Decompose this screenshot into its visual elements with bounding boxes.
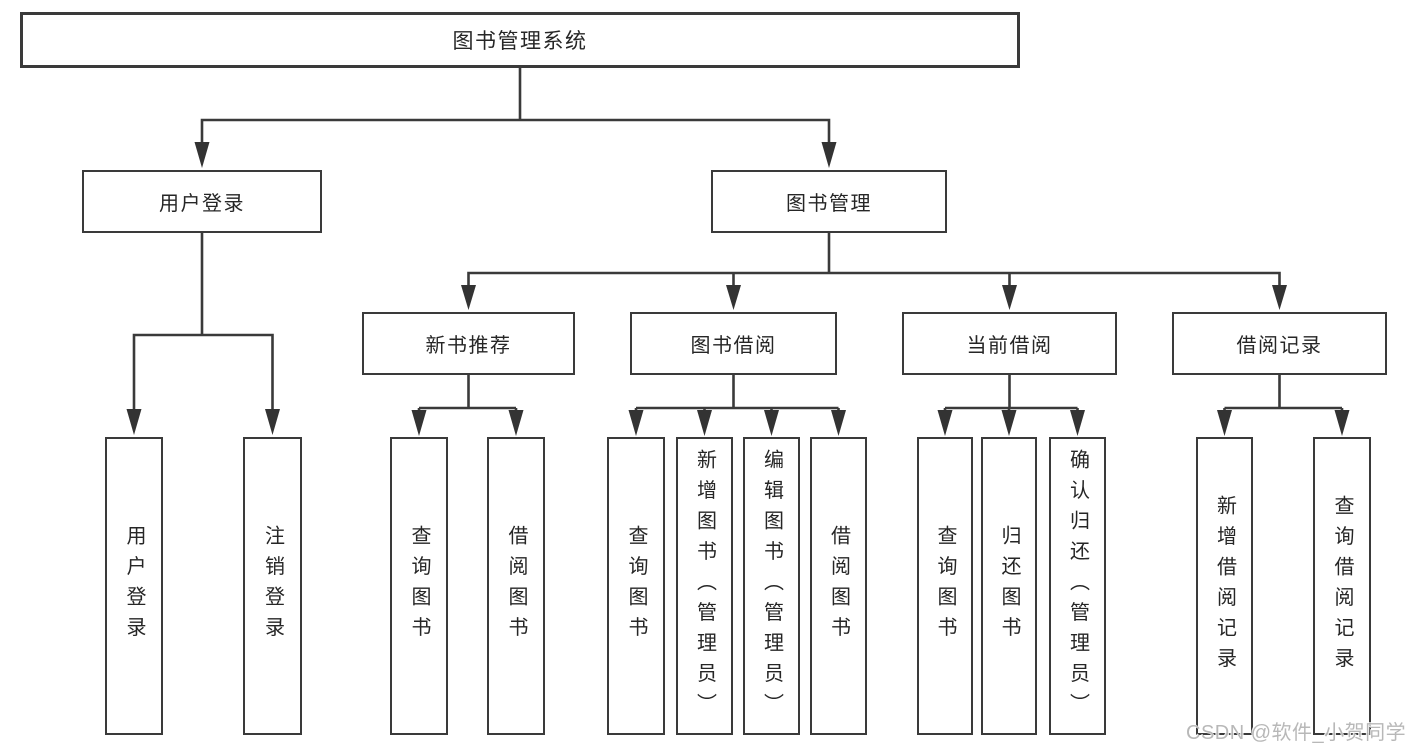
node-root: 图书管理系统 [20,12,1020,68]
leaf-return-books-label: 归还图书 [998,525,1020,647]
node-borrowing-records-label: 借阅记录 [1236,335,1323,357]
leaf-query-books-current: 查询图书 [917,437,973,735]
node-current-borrowing: 当前借阅 [902,312,1117,375]
connector-recommend-to-leaves [417,375,518,412]
leaf-query-books-borrowing: 查询图书 [607,437,665,735]
node-new-book-recommendation: 新书推荐 [362,312,575,375]
leaf-user-login-label: 用户登录 [123,525,145,647]
arrow-down-icon [764,410,779,436]
leaf-logout-label: 注销登录 [261,525,284,647]
arrowheads-level3 [461,285,1287,310]
leaf-add-books-admin-label: 新增图书（管理员） [693,448,716,724]
connector-records-to-leaves [1223,375,1344,412]
arrow-down-icon [831,410,846,436]
arrowheads-level2 [194,142,837,168]
leaf-borrow-books-borrowing: 借阅图书 [810,437,867,735]
arrow-down-icon [1001,410,1017,436]
node-user-login-label: 用户登录 [159,193,245,215]
arrow-down-icon [508,410,524,436]
arrowheads-user-login-leaves [126,409,280,435]
leaf-logout: 注销登录 [243,437,302,735]
watermark: CSDN @软件_小贺同学 [1186,722,1405,744]
leaf-query-borrow-record-label: 查询借阅记录 [1331,494,1353,678]
connector-borrowing-to-leaves [634,375,840,412]
arrow-down-icon [937,410,953,436]
node-new-book-recommendation-label: 新书推荐 [425,335,512,357]
leaf-borrow-books-borrowing-label: 借阅图书 [827,525,850,647]
arrow-down-icon [1334,410,1350,436]
leaf-return-books: 归还图书 [981,437,1037,735]
node-root-label: 图书管理系统 [452,30,588,53]
arrow-down-icon [1002,285,1017,310]
arrow-down-icon [628,410,644,436]
node-user-login: 用户登录 [82,170,322,233]
arrow-down-icon [126,409,142,435]
leaf-add-borrow-record: 新增借阅记录 [1196,437,1253,735]
leaf-add-books-admin: 新增图书（管理员） [676,437,733,735]
leaf-query-borrow-record: 查询借阅记录 [1313,437,1371,735]
leaf-edit-books-admin-label: 编辑图书（管理员） [760,448,783,724]
arrow-down-icon [1217,410,1232,436]
connector-current-to-leaves [943,375,1079,412]
arrowheads-recommend-leaves [411,410,524,436]
connector-user-login-to-leaves [132,233,274,410]
arrow-down-icon [265,409,280,435]
leaf-query-books-borrowing-label: 查询图书 [625,525,647,647]
leaf-borrow-books-recommend: 借阅图书 [487,437,545,735]
arrow-down-icon [194,142,210,168]
arrow-down-icon [697,410,712,436]
leaf-user-login: 用户登录 [105,437,163,735]
leaf-edit-books-admin: 编辑图书（管理员） [743,437,800,735]
leaf-confirm-return-admin-label: 确认归还（管理员） [1066,448,1089,724]
arrow-down-icon [1272,285,1287,310]
connector-book-management-to-level3 [467,233,1281,287]
leaf-query-books-recommend-label: 查询图书 [408,525,430,647]
leaf-query-books-recommend: 查询图书 [390,437,448,735]
node-book-management-label: 图书管理 [786,193,872,215]
arrow-down-icon [461,285,476,310]
arrow-down-icon [411,410,427,436]
node-borrowing-records: 借阅记录 [1172,312,1387,375]
arrow-down-icon [821,142,837,168]
node-book-borrowing: 图书借阅 [630,312,837,375]
arrow-down-icon [1070,410,1085,436]
leaf-borrow-books-recommend-label: 借阅图书 [505,525,527,647]
arrowheads-records-leaves [1217,410,1350,436]
node-current-borrowing-label: 当前借阅 [966,335,1053,357]
leaf-query-books-current-label: 查询图书 [934,525,956,647]
arrowheads-borrowing-leaves [628,410,846,436]
connector-root-to-level2 [200,67,831,143]
node-book-management: 图书管理 [711,170,947,233]
node-book-borrowing-label: 图书借阅 [690,335,777,357]
leaf-confirm-return-admin: 确认归还（管理员） [1049,437,1106,735]
arrowheads-current-leaves [937,410,1085,436]
arrow-down-icon [726,285,741,310]
leaf-add-borrow-record-label: 新增借阅记录 [1213,494,1236,678]
